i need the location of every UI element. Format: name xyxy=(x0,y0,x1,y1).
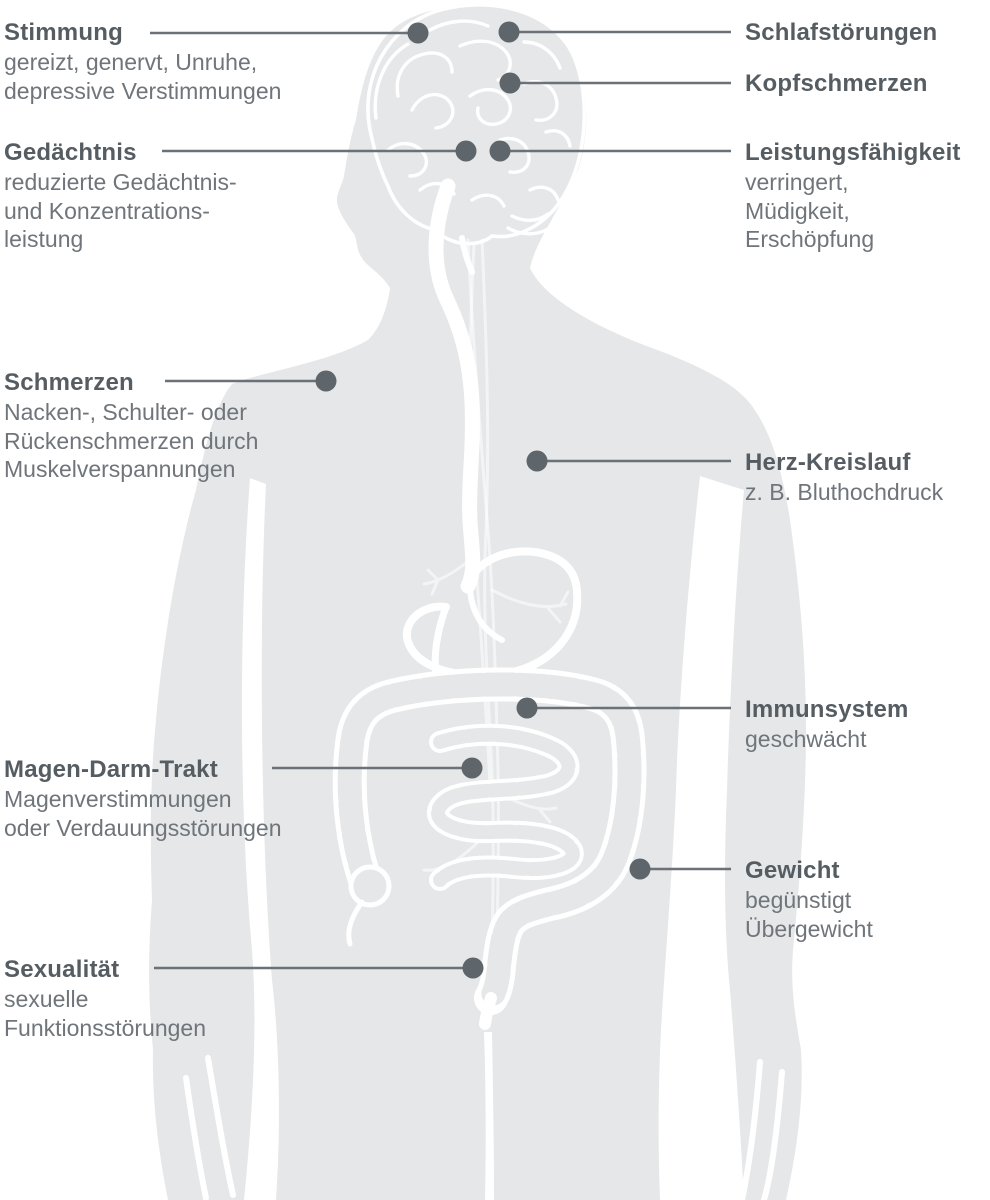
label-gewicht-title: Gewicht xyxy=(745,857,840,884)
label-kopfschmerzen: Kopfschmerzen xyxy=(745,68,990,99)
label-gewicht-description: begünstigt Übergewicht xyxy=(745,887,873,942)
label-magen-darm-trakt: Magen-Darm-Trakt Magenverstimmungen oder… xyxy=(4,754,356,842)
label-magen-darm-trakt-title: Magen-Darm-Trakt xyxy=(4,756,218,783)
brain-illustration xyxy=(366,3,587,275)
label-gewicht: Gewicht begünstigt Übergewicht xyxy=(745,855,990,943)
label-gedaechtnis: Gedächtnis reduzierte Gedächtnis- und Ko… xyxy=(4,137,356,254)
label-magen-darm-trakt-description: Magenverstimmungen oder Verdauungsstörun… xyxy=(4,786,282,841)
label-schlafstoerungen: Schlafstörungen xyxy=(745,17,990,48)
intestines-illustration xyxy=(332,667,647,1030)
label-stimmung-description: gereizt, genervt, Unruhe, depressive Ver… xyxy=(4,49,282,104)
marker-gedaechtnis xyxy=(455,140,477,162)
marker-gewicht xyxy=(629,858,651,880)
label-herz-kreislauf-title: Herz-Kreislauf xyxy=(745,449,911,476)
cecum xyxy=(348,864,392,908)
right-arm-gap xyxy=(658,476,744,1200)
label-gedaechtnis-description: reduzierte Gedächtnis- und Konzentration… xyxy=(4,169,237,252)
label-immunsystem-description: geschwächt xyxy=(745,726,867,752)
marker-schlaf xyxy=(498,21,520,43)
label-kopfschmerzen-title: Kopfschmerzen xyxy=(745,70,928,97)
left-arm-gap xyxy=(241,478,279,1200)
label-immunsystem: Immunsystem geschwächt xyxy=(745,694,990,754)
esophagus-stomach-illustration xyxy=(402,178,582,698)
connector-lines xyxy=(150,30,731,970)
label-sexualitaet-title: Sexualität xyxy=(4,956,120,983)
label-schmerzen: Schmerzen Nacken-, Schulter- oder Rücken… xyxy=(4,367,356,484)
label-herz-kreislauf-description: z. B. Bluthochdruck xyxy=(745,479,944,505)
hand-finger-lines xyxy=(183,1055,785,1200)
marker-immun xyxy=(516,697,538,719)
label-sexualitaet: Sexualität sexuelle Funktionsstörungen xyxy=(4,954,356,1042)
label-leistungsfaehigkeit-title: Leistungsfähigkeit xyxy=(745,139,961,166)
stomach-outline xyxy=(402,547,582,680)
marker-kopf xyxy=(499,72,521,94)
label-schmerzen-title: Schmerzen xyxy=(4,369,134,396)
stomach-curve xyxy=(467,587,505,643)
esophagus xyxy=(428,178,481,594)
marker-stimmung xyxy=(407,22,429,44)
label-sexualitaet-description: sexuelle Funktionsstörungen xyxy=(4,986,207,1041)
label-schlafstoerungen-title: Schlafstörungen xyxy=(745,19,938,46)
marker-herz xyxy=(526,450,548,472)
rectum-tip xyxy=(479,992,497,1030)
label-schmerzen-description: Nacken-, Schulter- oder Rückenschmerzen … xyxy=(4,399,259,482)
marker-schmerzen xyxy=(315,370,337,392)
label-leistungsfaehigkeit-description: verringert, Müdigkeit, Erschöpfung xyxy=(745,169,875,252)
marker-sexualitaet xyxy=(462,957,484,979)
label-stimmung: Stimmung gereizt, genervt, Unruhe, depre… xyxy=(4,17,356,105)
label-herz-kreislauf: Herz-Kreislauf z. B. Bluthochdruck xyxy=(745,447,990,507)
label-gedaechtnis-title: Gedächtnis xyxy=(4,139,137,166)
marker-magen xyxy=(461,757,483,779)
legs-gap xyxy=(484,1032,494,1200)
appendix xyxy=(346,899,365,947)
label-immunsystem-title: Immunsystem xyxy=(745,696,909,723)
label-stimmung-title: Stimmung xyxy=(4,19,123,46)
marker-leistung xyxy=(489,140,511,162)
label-leistungsfaehigkeit: Leistungsfähigkeit verringert, Müdigkeit… xyxy=(745,137,990,254)
marker-dots xyxy=(315,21,651,979)
